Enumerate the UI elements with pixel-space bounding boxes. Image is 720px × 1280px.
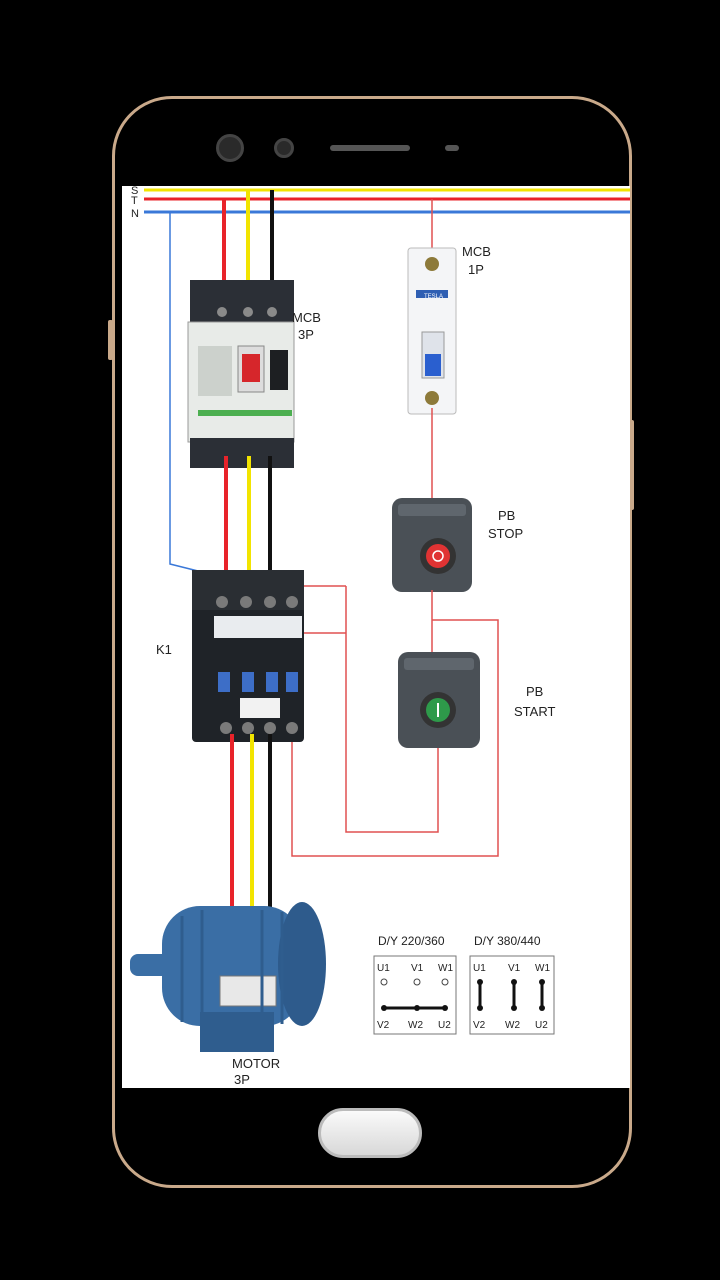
bus-label-n: N — [131, 208, 139, 220]
star-top-w1: W1 — [535, 963, 550, 974]
terminal-table-delta — [373, 955, 457, 1035]
mcb3p-label-line2: 3P — [298, 327, 314, 342]
terminal-table-star — [469, 955, 555, 1035]
home-button[interactable] — [318, 1108, 422, 1158]
motor-label-line2: 3P — [234, 1072, 250, 1087]
delta-table-title: D/Y 220/360 — [378, 934, 445, 948]
proximity-sensor — [445, 145, 459, 151]
delta-bottom-w2: W2 — [408, 1020, 423, 1031]
mcb-3p-breaker — [187, 280, 295, 468]
mcb1p-label-line2: 1P — [468, 262, 484, 277]
mcb3p-label-line1: MCB — [292, 310, 321, 325]
mcb1p-label-line1: MCB — [462, 244, 491, 259]
delta-top-v1: V1 — [411, 963, 424, 974]
delta-top-w1: W1 — [438, 963, 453, 974]
bus-label-s: S — [131, 186, 138, 197]
star-top-v1: V1 — [508, 963, 521, 974]
star-bottom-u2: U2 — [535, 1020, 548, 1031]
star-top-u1: U1 — [473, 963, 486, 974]
star-table-title: D/Y 380/440 — [474, 934, 541, 948]
pb-start-label-line1: PB — [526, 684, 543, 699]
neutral-wire — [169, 212, 203, 573]
delta-top-u1: U1 — [377, 963, 390, 974]
delta-bottom-u2: U2 — [438, 1020, 451, 1031]
earpiece-speaker — [330, 145, 410, 151]
contactor-label: K1 — [156, 642, 172, 657]
delta-bottom-v2: V2 — [377, 1020, 390, 1031]
motor-label-line1: MOTOR — [232, 1056, 280, 1071]
pb-stop-label-line2: STOP — [488, 526, 523, 541]
pb-start-button — [398, 652, 480, 748]
control-wire-coil — [345, 586, 439, 833]
mcb1p-brand: TESLA — [424, 294, 443, 300]
phone-side-button — [108, 320, 113, 360]
motor-3p — [130, 902, 326, 1052]
contactor-k1 — [192, 570, 304, 742]
pb-start-label-line2: START — [514, 704, 555, 719]
star-bottom-w2: W2 — [505, 1020, 520, 1031]
pb-stop-button — [392, 498, 472, 592]
star-bottom-v2: V2 — [473, 1020, 486, 1031]
phone-side-button — [629, 420, 634, 510]
bus-label-t: T — [131, 195, 138, 207]
control-wire-holding — [291, 614, 499, 857]
screen: S T N MCB 3P TESLA MCB 1P — [122, 186, 630, 1088]
front-camera — [216, 134, 244, 162]
pb-stop-label-line1: PB — [498, 508, 515, 523]
front-sensor — [274, 138, 294, 158]
wiring-diagram: S T N MCB 3P TESLA MCB 1P — [130, 186, 630, 1087]
mcb-1p-breaker — [407, 247, 457, 415]
